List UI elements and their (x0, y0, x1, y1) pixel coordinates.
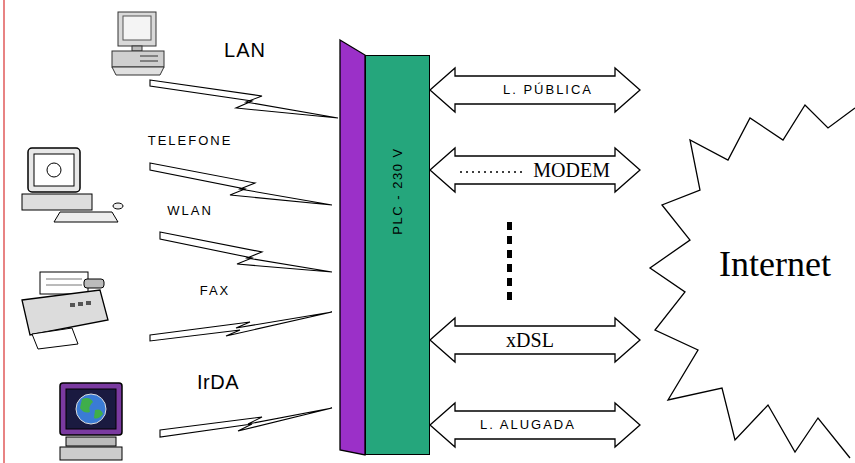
dot (507, 278, 512, 286)
system-unit (60, 447, 122, 460)
button (78, 302, 83, 306)
bar-side (340, 40, 365, 455)
dot (507, 222, 512, 230)
double-arrow (430, 148, 640, 192)
globe (76, 394, 106, 424)
keyboard (54, 212, 118, 222)
double-arrow (430, 403, 640, 447)
screen (66, 389, 116, 429)
wireless-link (150, 312, 332, 341)
cloud-label: Internet (719, 244, 831, 285)
dotted-line (460, 171, 522, 173)
paper-in (40, 272, 88, 294)
monitor (118, 12, 156, 46)
drive-slot (140, 61, 158, 62)
wireless-link (150, 80, 338, 118)
computer-icon (60, 383, 122, 460)
link-label: L. PÚBLICA (501, 83, 595, 98)
margin-line (3, 0, 5, 463)
monitor (28, 148, 80, 192)
double-arrow (430, 318, 640, 362)
dot (507, 250, 512, 258)
screen (123, 16, 151, 40)
link-label: MODEM (531, 159, 612, 182)
fax-body (22, 290, 108, 335)
paper-line (46, 279, 82, 280)
paper-out (32, 328, 78, 349)
monitor (60, 383, 122, 435)
handset (84, 279, 104, 288)
mouse (113, 203, 123, 209)
drive-slot (140, 56, 158, 57)
link-label: LAN (224, 39, 266, 62)
plc-bar: PLC - 230 V (365, 55, 430, 455)
link-label: WLAN (167, 204, 213, 219)
dot (507, 264, 512, 272)
wireless-link (160, 408, 332, 437)
computer-icon (22, 148, 123, 222)
dot (507, 236, 512, 244)
monitor-stand (66, 437, 116, 446)
button (70, 303, 75, 307)
internet-cloud: Internet (640, 60, 855, 460)
keyboard (112, 67, 164, 75)
fax-icon (22, 272, 108, 349)
link-label: L. ALUGADA (478, 418, 578, 433)
wireless-link (150, 163, 332, 205)
double-arrow (430, 68, 640, 112)
button (86, 301, 91, 305)
system-unit (112, 51, 164, 67)
system-unit (22, 194, 92, 210)
dot (507, 292, 512, 300)
link-label: IrDA (197, 371, 239, 394)
screen (34, 154, 74, 186)
screen-icon (47, 163, 61, 177)
link-label: TELEFONE (148, 134, 233, 149)
monitor-neck (132, 46, 142, 51)
cloud-outline (640, 60, 855, 460)
link-label: xDSL (504, 329, 556, 352)
wireless-link (160, 232, 332, 272)
bar-label: PLC - 230 V (391, 147, 406, 234)
computer-icon (112, 12, 164, 75)
link-label: FAX (200, 284, 231, 299)
paper-line (46, 285, 82, 286)
ellipsis-dots (507, 222, 512, 300)
cloud-border (650, 105, 855, 458)
globe-land (80, 398, 103, 419)
